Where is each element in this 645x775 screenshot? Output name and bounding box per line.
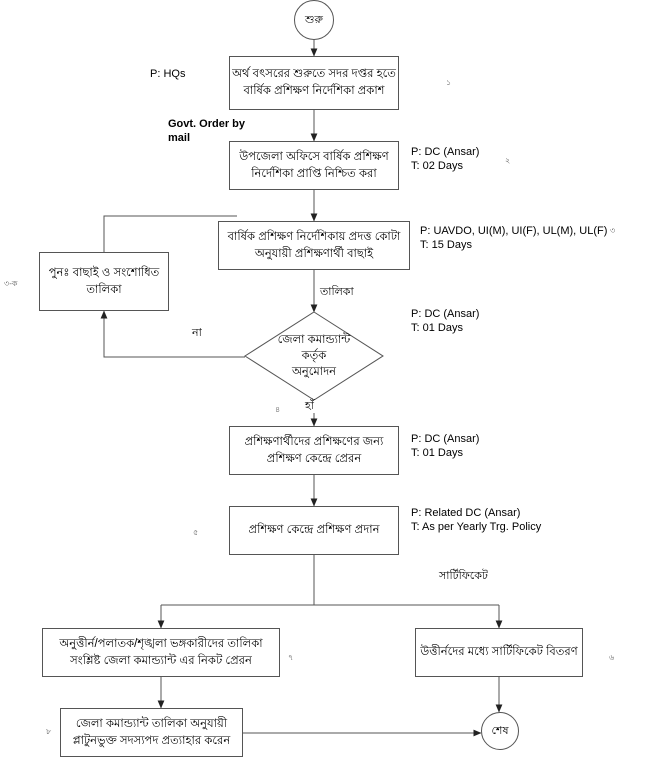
- node-distribute-certificate[interactable]: উত্তীর্নদের মধ্যে সার্টিফিকেট বিতরণ: [415, 628, 583, 677]
- node-publish-guideline-line1: অর্থ বৎসরের শুরুতে সদর দপ্তর হতে: [232, 68, 396, 80]
- node-distribute-certificate-line1: উত্তীর্নদের মধ্যে সার্টিফিকেট বিতরণ: [420, 646, 578, 658]
- node-provide-training[interactable]: প্রশিক্ষণ কেন্দ্রে প্রশিক্ষণ প্রদান: [229, 506, 399, 555]
- start-node-label: শুরু: [305, 13, 323, 26]
- note-dc-ansar-2days: P: DC (Ansar) T: 02 Days: [411, 146, 480, 172]
- node-provide-training-line1: প্রশিক্ষণ কেন্দ্রে প্রশিক্ষণ প্রদান: [248, 524, 380, 536]
- edge-label-certificate: সার্টিফিকেট: [437, 570, 490, 583]
- node-reselect-list-line1: পুনঃ বাছাই ও সংশোধিত: [48, 266, 160, 279]
- node-reselect-list-line2: তালিকা: [86, 283, 122, 296]
- margin-number-1: ১: [446, 78, 452, 87]
- margin-number-7: ৭: [288, 653, 294, 662]
- edge-label-no: না: [190, 327, 204, 340]
- end-node[interactable]: শেষ: [481, 712, 519, 750]
- edge-label-list: তালিকা: [318, 286, 356, 299]
- node-withdraw-membership[interactable]: জেলা কমান্ড্যান্ট তালিকা অনুযায়ী প্লাটু…: [60, 708, 243, 757]
- node-approval-decision-line3: অনুমোদন: [291, 366, 337, 378]
- note-related-dc-policy: P: Related DC (Ansar) T: As per Yearly T…: [411, 507, 542, 533]
- note-dc-ansar-1day-send: P: DC (Ansar) T: 01 Days: [411, 433, 480, 459]
- margin-number-5: ৫: [193, 528, 199, 537]
- node-select-trainees[interactable]: বার্ষিক প্রশিক্ষণ নির্দেশিকায় প্রদত্ত ক…: [218, 221, 410, 270]
- node-withdraw-membership-line2: প্লাটুনভুক্ত সদস্যপদ প্রত্যাহার করেন: [72, 734, 231, 747]
- node-select-trainees-line2: অনুযায়ী প্রশিক্ষণার্থী বাছাই: [254, 247, 374, 260]
- node-reselect-list[interactable]: পুনঃ বাছাই ও সংশোধিত তালিকা: [39, 252, 169, 311]
- margin-number-3: ৩: [610, 226, 616, 235]
- node-approval-decision-line1: জেলা কমান্ড্যান্ট: [277, 334, 351, 346]
- node-publish-guideline[interactable]: অর্থ বৎসরের শুরুতে সদর দপ্তর হতে বার্ষিক…: [229, 56, 399, 110]
- margin-number-4: ৪: [275, 405, 281, 414]
- node-failed-list-line2: সংশ্লিষ্ট জেলা কমান্ড্যান্ট এর নিকট প্রে…: [70, 654, 252, 667]
- node-approval-decision[interactable]: জেলা কমান্ড্যান্ট কর্তৃক অনুমোদন: [244, 311, 384, 401]
- note-hq: P: HQs: [150, 68, 186, 80]
- margin-number-3a: ৩-ক: [4, 279, 18, 288]
- node-failed-list[interactable]: অনুত্তীর্ন/পলাতক/শৃঙ্খলা ভঙ্গকারীদের তাল…: [42, 628, 280, 677]
- note-dc-ansar-1day-decision: P: DC (Ansar) T: 01 Days: [411, 308, 480, 334]
- node-failed-list-line1: অনুত্তীর্ন/পলাতক/শৃঙ্খলা ভঙ্গকারীদের তাল…: [59, 637, 263, 650]
- note-govt-order: Govt. Order by mail: [168, 118, 246, 144]
- node-send-to-center-line1: প্রশিক্ষণার্থীদের প্রশিক্ষণের জন্য: [244, 435, 384, 448]
- node-withdraw-membership-line1: জেলা কমান্ড্যান্ট তালিকা অনুযায়ী: [75, 717, 228, 730]
- edge-label-yes: হাঁ: [303, 400, 316, 413]
- node-receive-guideline[interactable]: উপজেলা অফিসে বার্ষিক প্রশিক্ষণ নির্দেশিক…: [229, 141, 399, 190]
- start-node[interactable]: শুরু: [294, 0, 334, 40]
- node-approval-decision-line2: কর্তৃক: [301, 350, 327, 362]
- note-uavdo-15days: P: UAVDO, UI(M), UI(F), UL(M), UL(F) T: …: [420, 225, 608, 251]
- node-send-to-center[interactable]: প্রশিক্ষণার্থীদের প্রশিক্ষণের জন্য প্রশি…: [229, 426, 399, 475]
- node-send-to-center-line2: প্রশিক্ষণ কেন্দ্রে প্রেরন: [266, 452, 362, 465]
- node-select-trainees-line1: বার্ষিক প্রশিক্ষণ নির্দেশিকায় প্রদত্ত ক…: [227, 230, 401, 243]
- margin-number-2: ২: [505, 156, 511, 165]
- margin-number-6: ৬: [609, 653, 615, 662]
- node-receive-guideline-line2: নির্দেশিকা প্রাপ্তি নিশ্চিত করা: [251, 167, 377, 180]
- node-publish-guideline-line2: বার্ষিক প্রশিক্ষণ নির্দেশিকা প্রকাশ: [243, 85, 385, 97]
- node-receive-guideline-line1: উপজেলা অফিসে বার্ষিক প্রশিক্ষণ: [239, 150, 389, 163]
- margin-number-8: ৮: [46, 727, 52, 736]
- end-node-label: শেষ: [491, 724, 509, 737]
